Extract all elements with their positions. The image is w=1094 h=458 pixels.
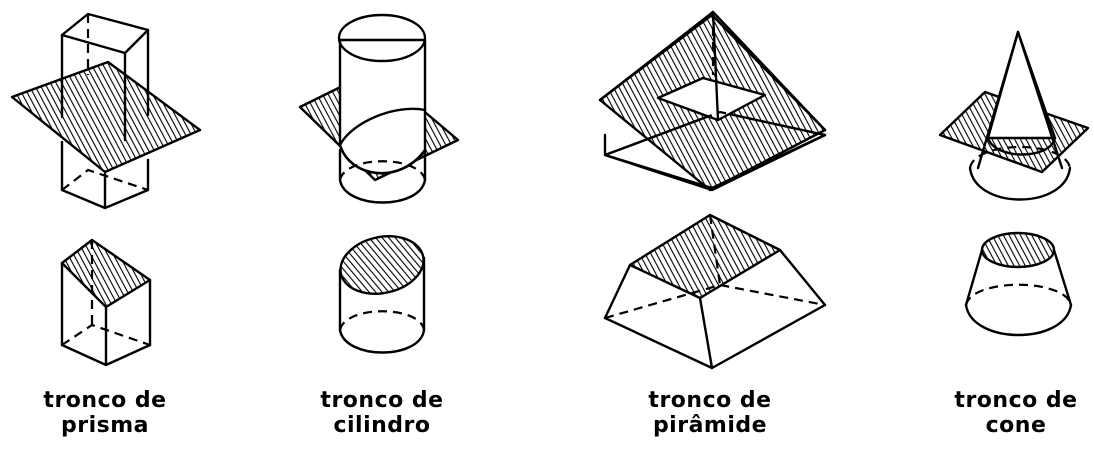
label-pyramid: tronco de pirâmide — [610, 388, 810, 438]
cone-frustum — [964, 231, 1073, 337]
label-cylinder-line1: tronco de — [320, 388, 444, 413]
pyramid-section-face — [628, 213, 782, 300]
prism-cut-figure — [10, 12, 202, 210]
label-cone-line1: tronco de — [954, 388, 1078, 413]
label-cone: tronco de cone — [916, 388, 1094, 438]
label-pyramid-line1: tronco de — [648, 388, 772, 413]
cone-section-ellipse — [980, 231, 1056, 269]
cone-cut-figure — [938, 30, 1090, 201]
label-cone-line2: cone — [985, 413, 1047, 438]
prism-frustum — [60, 238, 152, 367]
label-pyramid-line2: pirâmide — [652, 413, 768, 438]
cylinder-frustum — [338, 235, 426, 354]
label-cylinder: tronco de cilindro — [282, 388, 482, 438]
pyramid-cut-figure — [598, 10, 827, 192]
cylinder-top-ellipse — [337, 13, 427, 63]
label-prism: tronco de prisma — [5, 388, 205, 438]
cylinder-cut-figure — [298, 13, 460, 204]
cutting-plane — [10, 60, 202, 174]
pyramid-section-hole — [656, 76, 767, 122]
label-prism-line1: tronco de — [43, 388, 167, 413]
label-cylinder-line2: cilindro — [333, 413, 431, 438]
prism-top-face — [60, 12, 150, 55]
prism-section-face — [60, 238, 152, 309]
label-prism-line2: prisma — [60, 413, 149, 438]
pyramid-frustum — [603, 213, 827, 370]
cylinder-section-ellipse — [339, 235, 425, 295]
